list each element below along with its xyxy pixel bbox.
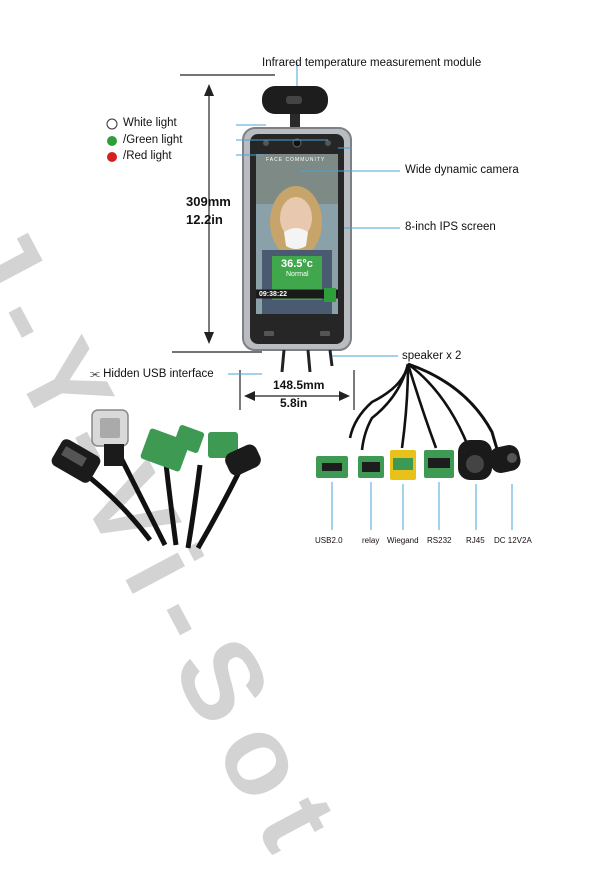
infrared-module-label: Infrared temperature measurement module [262,57,482,69]
cable-bundle-photo [51,409,261,550]
green-light-label: /Green light [123,134,183,146]
camera-label: Wide dynamic camera [405,164,519,176]
width-mm: 148.5mm [273,378,325,392]
height-arrow-down [204,332,214,344]
width-in: 5.8in [280,396,308,410]
connector-label: USB2.0 [315,536,343,545]
connector-label: RS232 [427,536,452,545]
connector-rj45 [458,440,492,480]
white-light-dot [106,118,118,130]
screen-top-text: FACE COMMUNITY [266,157,326,163]
speaker-label: speaker x 2 [402,350,462,362]
connector-relay [358,456,384,478]
connector-rs232 [424,450,454,478]
device-drawing [51,62,521,550]
connector-dc [489,445,521,473]
usb-label-text: Hidden USB interface [103,368,214,380]
connector-wiegand [390,450,416,480]
screen-status: Normal [286,271,309,278]
white-light-label: White light [123,117,177,129]
connector-label: DC 12V2A [494,536,532,545]
usb-icon: ⫘ [90,368,100,380]
width-arrow-left [244,391,255,401]
width-arrow-right [339,391,350,401]
red-light-dot [107,152,117,162]
screen-time: 09:38:22 [259,291,288,298]
screen-temperature: 36.5°c [281,258,313,270]
speaker-right [320,331,330,336]
height-in: 12.2in [186,212,223,227]
height-arrow-up [204,84,214,96]
connector-label: relay [362,536,380,545]
connector-label: RJ45 [466,536,485,545]
connector-label: Wiegand [387,536,419,545]
usb-label: ⫘ Hidden USB interface [90,368,214,381]
height-mm: 309mm [186,194,231,209]
red-light-label: /Red light [123,150,172,162]
green-light-dot [107,136,117,146]
screen-label: 8-inch IPS screen [405,221,496,233]
speaker-left [264,331,274,336]
connector-usb [316,456,348,478]
